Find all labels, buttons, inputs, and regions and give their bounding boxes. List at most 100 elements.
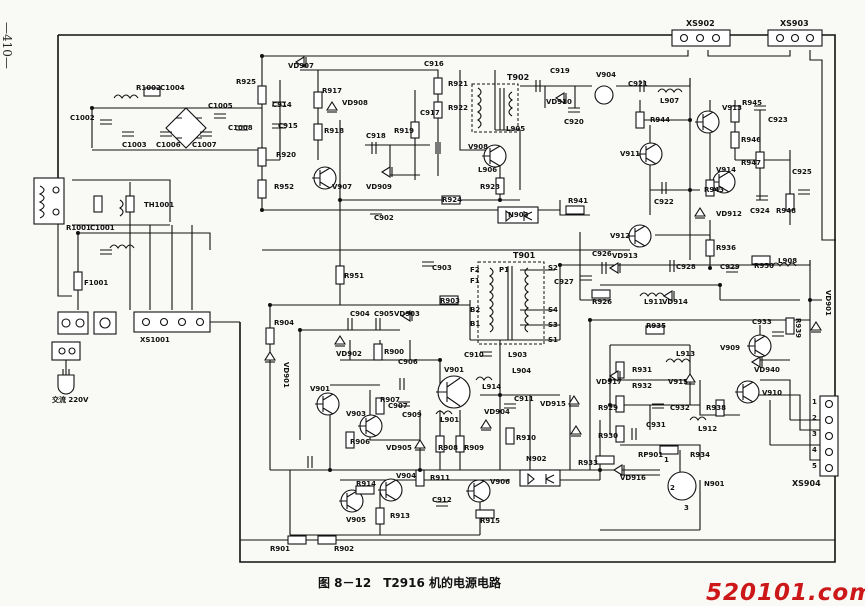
n901-pin3: 3	[684, 504, 689, 512]
lbl-r934: R934	[690, 451, 710, 459]
lbl-c902: C902	[374, 214, 394, 222]
lbl-c1006: C1006	[156, 141, 181, 149]
connector-xs1001: XS1001	[57, 311, 211, 344]
lbl-vd914: VD914	[662, 298, 688, 306]
degauss-coil	[33, 177, 65, 225]
lbl-r925: R925	[236, 78, 256, 86]
lbl-r919: R919	[394, 127, 414, 135]
lbl-v910: V910	[762, 389, 782, 397]
lbl-v908: V908	[468, 143, 488, 151]
lbl-r920: R920	[276, 151, 296, 159]
lbl-th1001: TH1001	[144, 201, 174, 209]
lbl-r901: R901	[270, 545, 290, 553]
t901-pin-s3: S3	[548, 321, 558, 329]
t901-pin-f2: F2	[470, 266, 480, 274]
xs904-pin3: 3	[812, 430, 817, 438]
component-labels: R925 VD907 C916 R921 R922 C919 V904 C921…	[66, 60, 832, 553]
lbl-vd902: VD902	[336, 350, 362, 358]
lbl-v904b: V904	[396, 472, 416, 480]
lbl-r929: R929	[598, 404, 618, 412]
lbl-v912: V912	[610, 232, 630, 240]
lbl-l901: L901	[440, 416, 459, 424]
lbl-c923: C923	[768, 116, 788, 124]
lbl-c917: C917	[420, 109, 440, 117]
resistors	[73, 77, 795, 545]
lbl-l903: L903	[508, 351, 527, 359]
lbl-v913: V913	[722, 104, 742, 112]
t901-pin-p1: P1	[499, 266, 509, 274]
lbl-r922: R922	[448, 104, 468, 112]
junctions	[76, 54, 812, 472]
lbl-vd907: VD907	[288, 62, 314, 70]
lbl-r947: R947	[741, 159, 761, 167]
n901-pin2: 2	[670, 484, 675, 492]
lbl-c918: C918	[366, 132, 386, 140]
connector-xs904: 1 2 3 4 5 XS904	[792, 395, 839, 488]
lbl-vd901: VD901	[824, 290, 832, 316]
lbl-c912: C912	[432, 496, 452, 504]
ac-input-label: 交流 220V	[52, 395, 89, 404]
connector-xs903: XS903	[767, 19, 823, 47]
lbl-r945: R945	[742, 99, 762, 107]
transformer-t902: T902	[471, 73, 529, 133]
lbl-l912: L912	[698, 425, 717, 433]
lbl-vd913: VD913	[612, 252, 638, 260]
regulator-n901: 1 2 3	[664, 456, 697, 512]
lbl-v901: V901	[310, 385, 330, 393]
lbl-l905: L905	[506, 125, 525, 133]
transformer-t901: T901 F2 F1 P1 B2 B1 S2 S4 S3 S1	[470, 251, 558, 345]
lbl-vd909: VD909	[366, 183, 392, 191]
lbl-c1007: C1007	[192, 141, 217, 149]
lbl-c914: C914	[272, 101, 292, 109]
lbl-c920: C920	[564, 118, 584, 126]
lbl-v914: V914	[716, 166, 736, 174]
lbl-c906: C906	[398, 358, 418, 366]
lbl-r1002: R1002	[136, 84, 161, 92]
lbl-r939: R939	[794, 318, 802, 338]
lbl-c928: C928	[676, 263, 696, 271]
lbl-c927: C927	[554, 278, 574, 286]
lbl-r900: R900	[384, 348, 404, 356]
lbl-r910: R910	[516, 434, 536, 442]
lbl-n901: N901	[704, 480, 725, 488]
lbl-l911: L911	[644, 298, 663, 306]
lbl-c1002: C1002	[70, 114, 95, 122]
xs902-label: XS902	[686, 19, 715, 28]
lbl-r913: R913	[390, 512, 410, 520]
lbl-v911: V911	[620, 150, 640, 158]
lbl-v906: V906	[490, 478, 510, 486]
lbl-r915: R915	[480, 517, 500, 525]
xs904-pin1: 1	[812, 398, 817, 406]
lbl-vd916: VD916	[620, 474, 646, 482]
optocoupler-n902	[519, 469, 561, 487]
lbl-c910: C910	[464, 351, 484, 359]
lbl-r933: R933	[578, 459, 598, 467]
lbl-l908: L908	[778, 257, 797, 265]
lbl-c911: C911	[514, 395, 534, 403]
lbl-r946: R946	[741, 136, 761, 144]
xs1001-label: XS1001	[140, 336, 170, 344]
lbl-r926: R926	[592, 298, 612, 306]
lbl-l914: L914	[482, 383, 501, 391]
lbl-r951: R951	[344, 272, 364, 280]
lbl-c915: C915	[278, 122, 298, 130]
lbl-v904: V904	[596, 71, 616, 79]
lbl-r903: R903	[440, 297, 460, 305]
lbl-vd901b: VD901	[282, 362, 290, 388]
lbl-v905: V905	[346, 516, 366, 524]
lbl-vd912: VD912	[716, 210, 742, 218]
lbl-r935: R935	[646, 322, 666, 330]
lbl-v909: V909	[720, 344, 740, 352]
xs904-pin2: 2	[812, 414, 817, 422]
lbl-r932: R932	[632, 382, 652, 390]
t901-pin-s2: S2	[548, 264, 558, 272]
lbl-vd940: VD940	[754, 366, 780, 374]
lbl-r908: R908	[438, 444, 458, 452]
lbl-vd915: VD915	[540, 400, 566, 408]
lbl-l913: L913	[676, 350, 695, 358]
bridge-rectifier	[165, 107, 207, 149]
watermark-logo: 520101.com	[706, 580, 865, 606]
lbl-c1003: C1003	[122, 141, 147, 149]
lbl-r914: R914	[356, 480, 376, 488]
